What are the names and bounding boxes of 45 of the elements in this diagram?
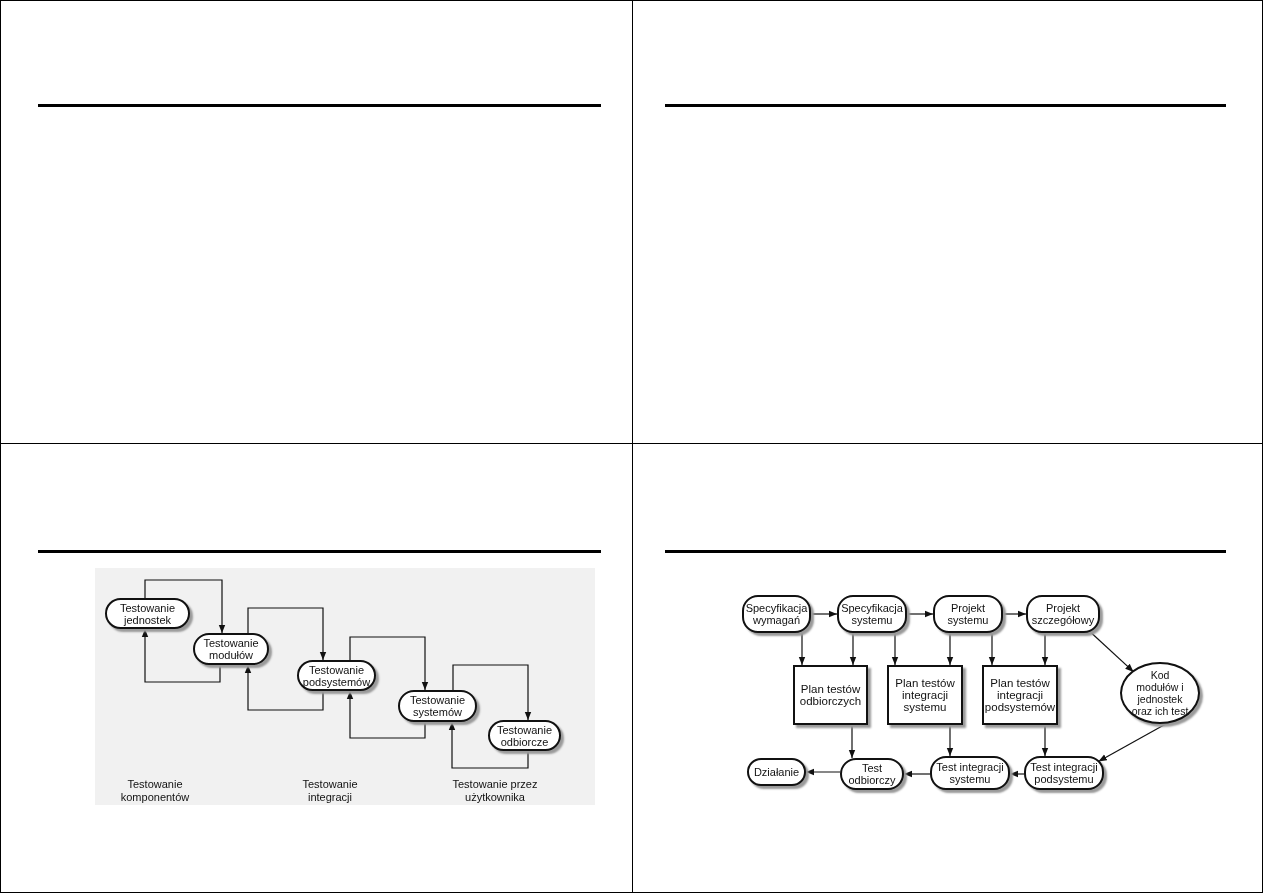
arrow: [247, 607, 327, 661]
arrow: [946, 632, 954, 666]
arrow: [906, 610, 934, 618]
arrow: [798, 632, 806, 666]
arrow: [946, 724, 954, 757]
arrow: [244, 664, 324, 711]
arrow: [452, 664, 532, 721]
arrow: [1041, 724, 1049, 757]
process-pill: Testowanie modułów: [193, 633, 269, 665]
process-pill: Projekt szczegółowy: [1026, 595, 1100, 633]
process-pill: Test integracji systemu: [930, 756, 1010, 790]
arrow: [144, 579, 226, 634]
process-pill: Projekt systemu: [933, 595, 1003, 633]
plan-box: Plan testów odbiorczych: [793, 665, 868, 725]
phase-label: Testowanie przez użytkownika: [451, 778, 539, 804]
phase-label: Testowanie komponentów: [119, 778, 191, 804]
process-oval: Kod modułów i jednostek oraz ich test: [1120, 662, 1200, 724]
process-pill: Testowanie podsystemów: [297, 660, 376, 691]
process-pill: Specyfikacja wymagań: [742, 595, 811, 633]
arrow: [448, 721, 529, 769]
arrow: [1041, 632, 1049, 666]
plan-box: Plan testów integracji systemu: [887, 665, 963, 725]
arrow: [1009, 770, 1025, 778]
arrow: [1002, 610, 1027, 618]
process-pill: Testowanie systemów: [398, 690, 477, 722]
plan-box: Plan testów integracji podsystemów: [982, 665, 1058, 725]
process-pill: Testowanie odbiorcze: [488, 720, 561, 751]
phase-label: Testowanie integracji: [301, 778, 359, 804]
process-pill: Testowanie jednostek: [105, 598, 190, 629]
process-pill: Test odbiorczy: [840, 758, 904, 790]
arrow: [141, 628, 221, 683]
arrow: [346, 690, 426, 739]
arrow: [891, 632, 899, 666]
arrow: [849, 632, 857, 666]
process-pill: Specyfikacja systemu: [837, 595, 907, 633]
process-pill: Test integracji podsystemu: [1024, 756, 1104, 790]
arrow: [805, 768, 841, 776]
process-pill: Działanie: [747, 758, 806, 786]
arrow: [1087, 629, 1135, 673]
arrow: [1097, 722, 1169, 763]
arrow: [810, 610, 838, 618]
arrow: [903, 770, 931, 778]
arrow: [349, 636, 429, 691]
arrow: [848, 724, 856, 759]
arrow: [988, 632, 996, 666]
